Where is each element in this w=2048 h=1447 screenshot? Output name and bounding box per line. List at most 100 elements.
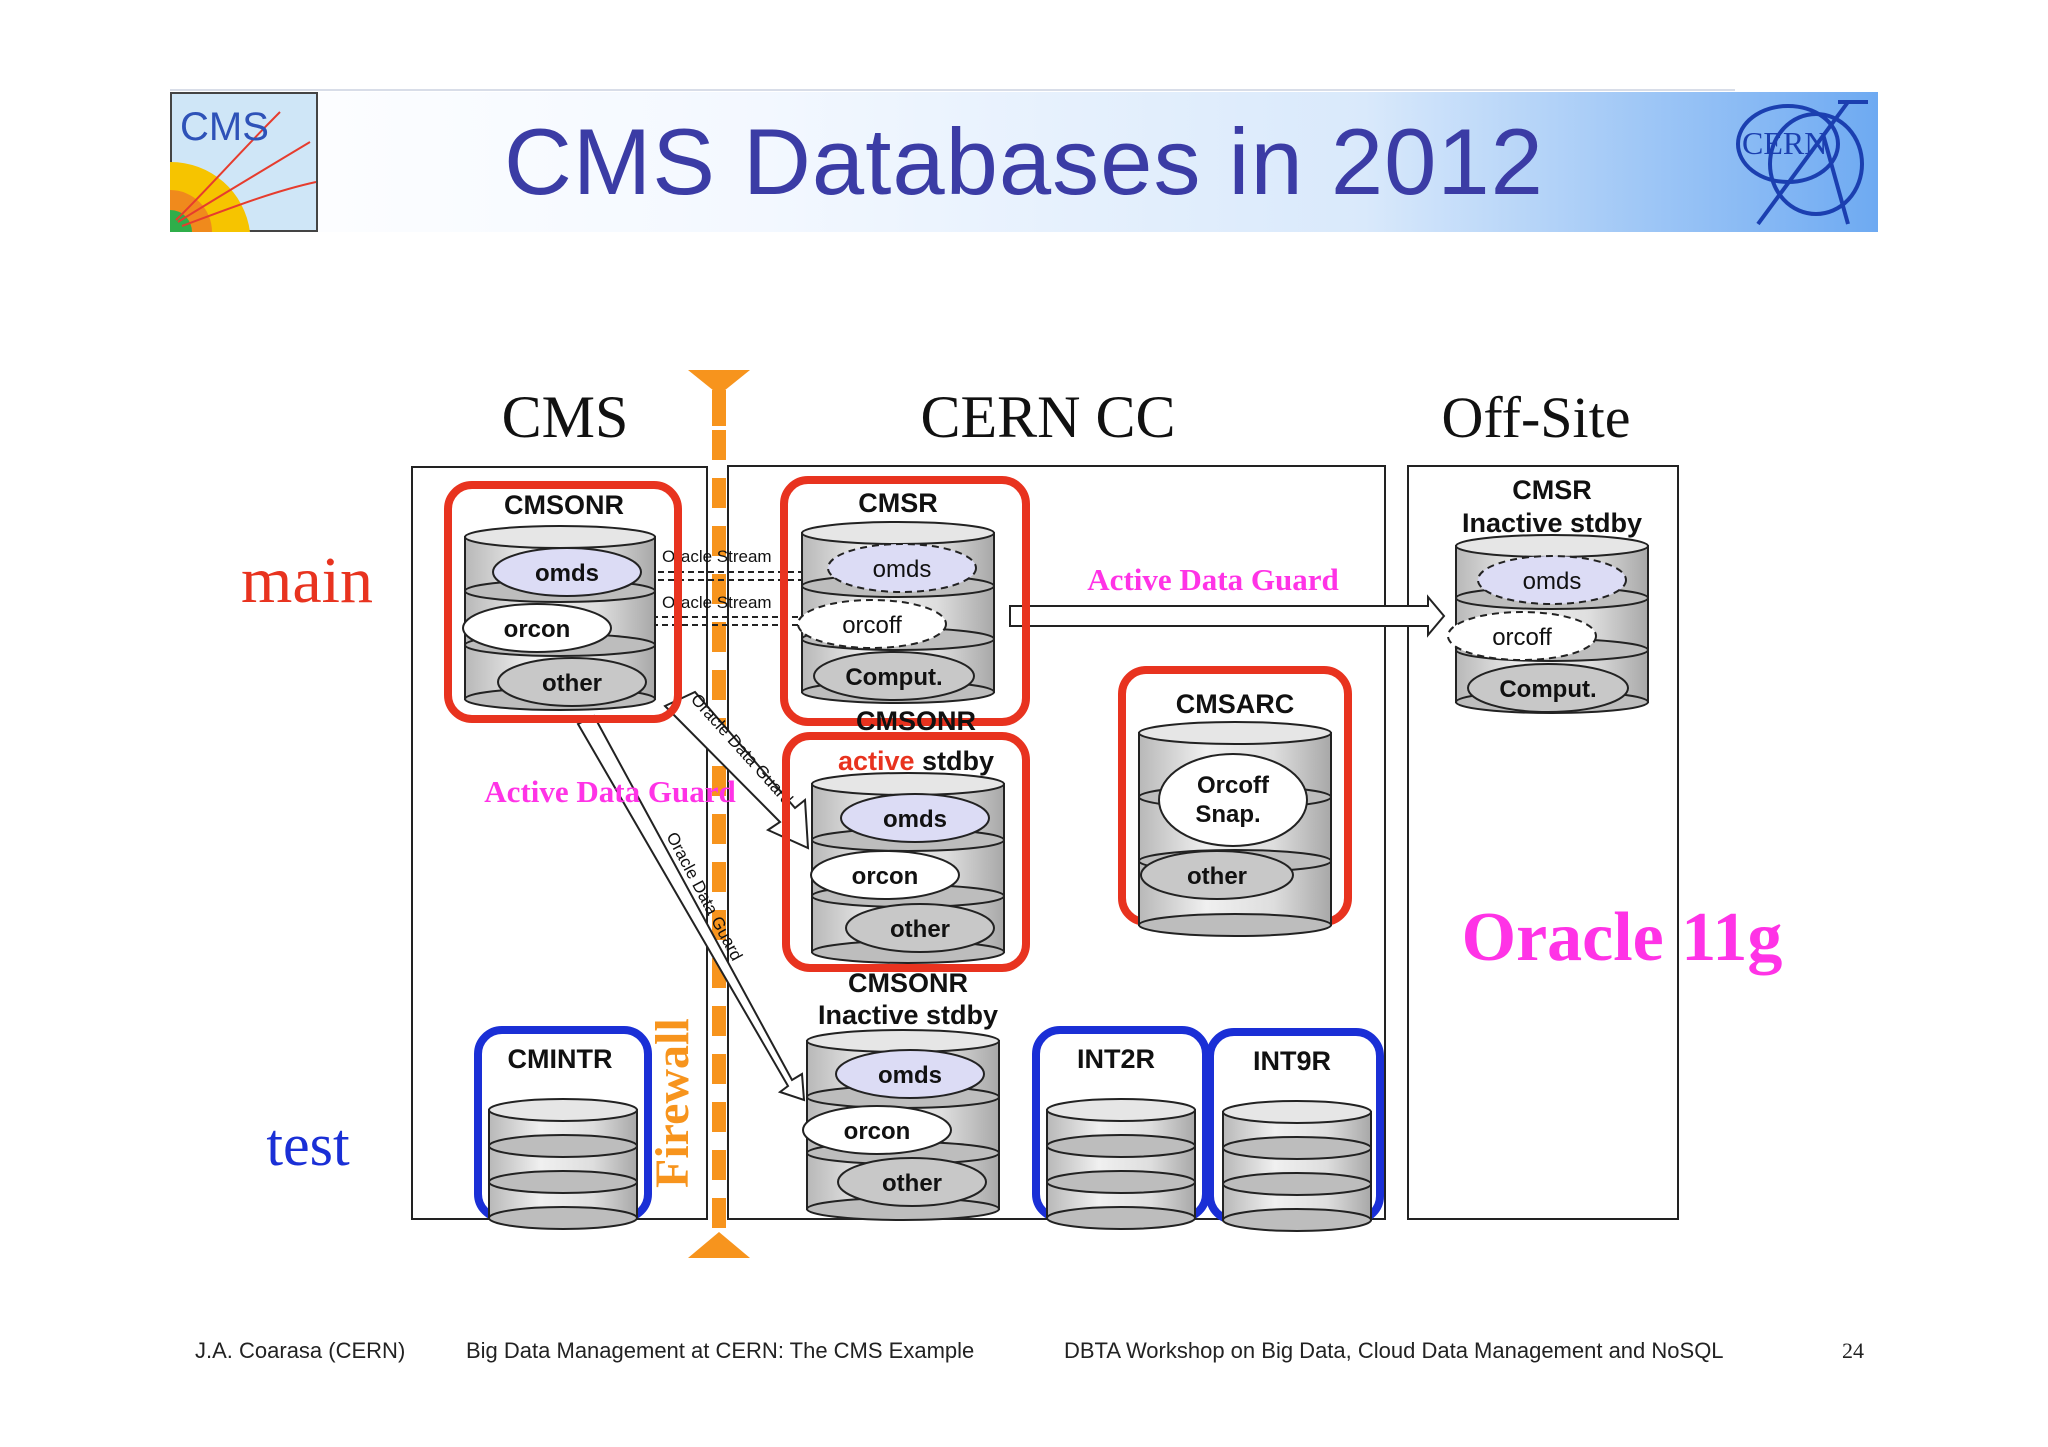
- oracle-data-guard-arrow-active: [663, 690, 810, 850]
- cern-logo-text: CERN: [1742, 125, 1827, 161]
- cylinder-base: [1222, 1208, 1372, 1232]
- cylinder-base: [488, 1134, 638, 1158]
- schema-label: orcon: [504, 616, 571, 643]
- schema-oval: [840, 793, 990, 843]
- schema-oval: [497, 657, 647, 707]
- footer-talk-title: Big Data Management at CERN: The CMS Exa…: [466, 1338, 975, 1363]
- schema-oval: [1467, 663, 1629, 713]
- stack-int2r: [1046, 1098, 1196, 1230]
- schema-label: Comput.: [845, 664, 942, 691]
- stack-cmsonr-active: omds orcon other: [810, 772, 1005, 964]
- stdby-word: stdby: [922, 746, 994, 776]
- schema-label: other: [1187, 863, 1247, 890]
- schema-label: other: [890, 916, 950, 943]
- cms-logo: CMS: [170, 92, 318, 232]
- db-subtitle-cmsr-offsite: Inactive stdby: [1462, 508, 1642, 538]
- schema-label: Snap.: [1195, 801, 1260, 828]
- schema-label: Comput.: [1499, 676, 1596, 703]
- schema-label: orcon: [844, 1118, 911, 1145]
- db-title-cmsr: CMSR: [858, 488, 938, 518]
- db-subtitle-cmsonr-inactive: Inactive stdby: [818, 1000, 998, 1030]
- cylinder-base: [1138, 913, 1332, 937]
- active-data-guard-label-offsite: Active Data Guard: [1087, 562, 1338, 597]
- schema-label: orcoff: [842, 612, 902, 639]
- replication-arrows: [576, 571, 1446, 1102]
- row-label-main: main: [241, 544, 373, 617]
- schema-label: orcon: [852, 863, 919, 890]
- stack-cmsonr-inactive: omds orcon other: [802, 1029, 1000, 1221]
- firewall-label: Firewall: [646, 1018, 699, 1188]
- schema-oval: [492, 547, 642, 597]
- schema-label: other: [542, 670, 602, 697]
- oracle-stream-label-2: Oracle Stream: [662, 593, 772, 612]
- cylinder-base: [488, 1170, 638, 1194]
- active-word: active: [838, 746, 922, 776]
- db-title-active-stdby: active stdby: [838, 746, 994, 776]
- schema-oval: [810, 850, 960, 900]
- db-title-cmsarc: CMSARC: [1176, 689, 1295, 719]
- cylinder-base: [1046, 1206, 1196, 1230]
- db-title-cmintr: CMINTR: [508, 1044, 613, 1074]
- cylinder-base: [1046, 1134, 1196, 1158]
- schema-label: omds: [873, 556, 932, 583]
- cylinder-top: [1455, 534, 1649, 558]
- schema-oval: [802, 1105, 952, 1155]
- cylinder-base: [1046, 1170, 1196, 1194]
- db-title-int9r: INT9R: [1253, 1046, 1331, 1076]
- row-label-test: test: [266, 1112, 350, 1178]
- schema-oval: [845, 903, 995, 953]
- schema-oval: [835, 1049, 985, 1099]
- stack-cmintr: [488, 1098, 638, 1230]
- frame-cmsonr: [444, 481, 682, 723]
- schema-oval: [813, 651, 975, 701]
- schema-oval: [1447, 611, 1597, 661]
- schema-oval: [827, 543, 977, 593]
- schema-oval: [462, 603, 612, 653]
- oracle-version: Oracle 11g: [1462, 899, 1783, 976]
- schema-label: Orcoff: [1197, 772, 1270, 799]
- db-title-cmsonr-hidden: CMSONR: [856, 706, 976, 736]
- cylinder-top: [1138, 721, 1332, 745]
- column-header-off-site: Off-Site: [1441, 385, 1630, 450]
- zone-off-site: [1407, 465, 1679, 1220]
- cylinder-top: [1046, 1098, 1196, 1122]
- footer-page-number: 24: [1842, 1338, 1864, 1363]
- db-title-int2r: INT2R: [1077, 1044, 1155, 1074]
- schema-label: omds: [878, 1062, 942, 1089]
- schema-oval: [1140, 850, 1294, 900]
- column-header-cern-cc: CERN CC: [920, 384, 1175, 450]
- cylinder-top: [811, 772, 1005, 796]
- header-band: [170, 92, 1878, 232]
- cylinder-top: [1222, 1100, 1372, 1124]
- schema-label: other: [882, 1170, 942, 1197]
- footer-workshop: DBTA Workshop on Big Data, Cloud Data Ma…: [1064, 1338, 1724, 1363]
- oracle-stream-label-1: Oracle Stream: [662, 547, 772, 566]
- slide-title: CMS Databases in 2012: [504, 109, 1544, 214]
- cylinder-base: [1222, 1172, 1372, 1196]
- schema-label: omds: [883, 806, 947, 833]
- frame-cmsonr-active: [782, 732, 1030, 972]
- db-title-cmsonr: CMSONR: [504, 490, 624, 520]
- db-title-cmsr-offsite: CMSR: [1512, 475, 1592, 505]
- firewall: Firewall: [646, 370, 750, 1258]
- schema-oval: [837, 1157, 987, 1207]
- stack-int9r: [1222, 1100, 1372, 1232]
- footer-author: J.A. Coarasa (CERN): [195, 1338, 406, 1363]
- frame-cmsr: [780, 476, 1030, 726]
- schema-label: omds: [535, 560, 599, 587]
- schema-oval: [797, 599, 947, 649]
- stack-cmsonr: omds orcon other: [462, 525, 656, 711]
- cern-logo: CERN: [1736, 100, 1868, 226]
- schema-oval: [1477, 555, 1627, 605]
- active-data-guard-label-cms: Active Data Guard: [484, 774, 735, 809]
- db-title-cmsonr-inactive: CMSONR: [848, 968, 968, 998]
- column-header-cms: CMS: [502, 384, 629, 450]
- cylinder-top: [488, 1098, 638, 1122]
- database-groups: CMSONR omds orcon other CMSR omds orcoffComput…: [444, 475, 1649, 1232]
- schema-label: omds: [1523, 568, 1582, 595]
- cms-logo-text: CMS: [180, 105, 269, 149]
